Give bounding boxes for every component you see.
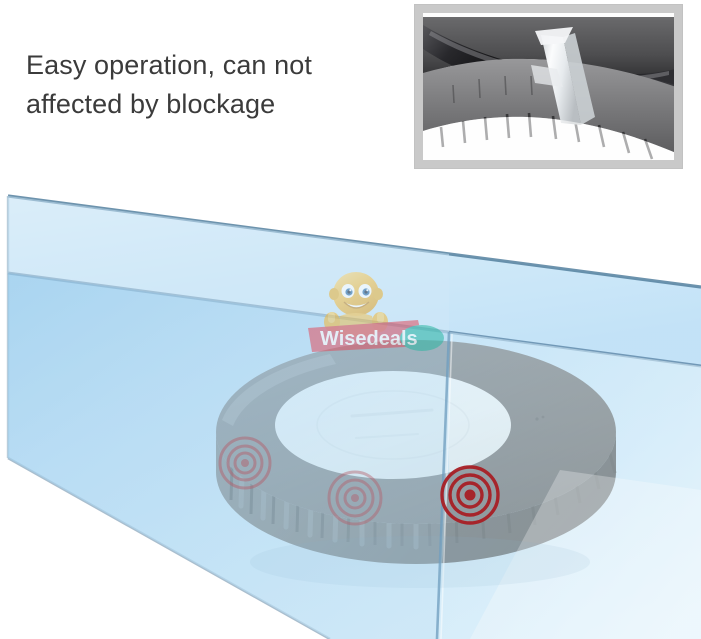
inset-photo-inner <box>423 13 674 160</box>
floor-glass-pane-right <box>437 332 701 639</box>
glass-reflection <box>250 536 590 588</box>
robot-vacuum-scene <box>0 170 701 639</box>
glass-fade-bottom-right <box>470 470 701 639</box>
sensor-left <box>218 436 272 490</box>
inset-photo-frame <box>414 4 683 169</box>
sensor-front <box>327 470 383 526</box>
vertical-glass-pane-near <box>8 273 449 639</box>
bumper-detail-svg <box>423 13 674 160</box>
headline-text: Easy operation, can not affected by bloc… <box>26 50 312 120</box>
bumper-detail-photo <box>423 13 674 160</box>
glass-edge-vertical-highlight <box>440 333 453 639</box>
sensor-right <box>440 465 500 525</box>
